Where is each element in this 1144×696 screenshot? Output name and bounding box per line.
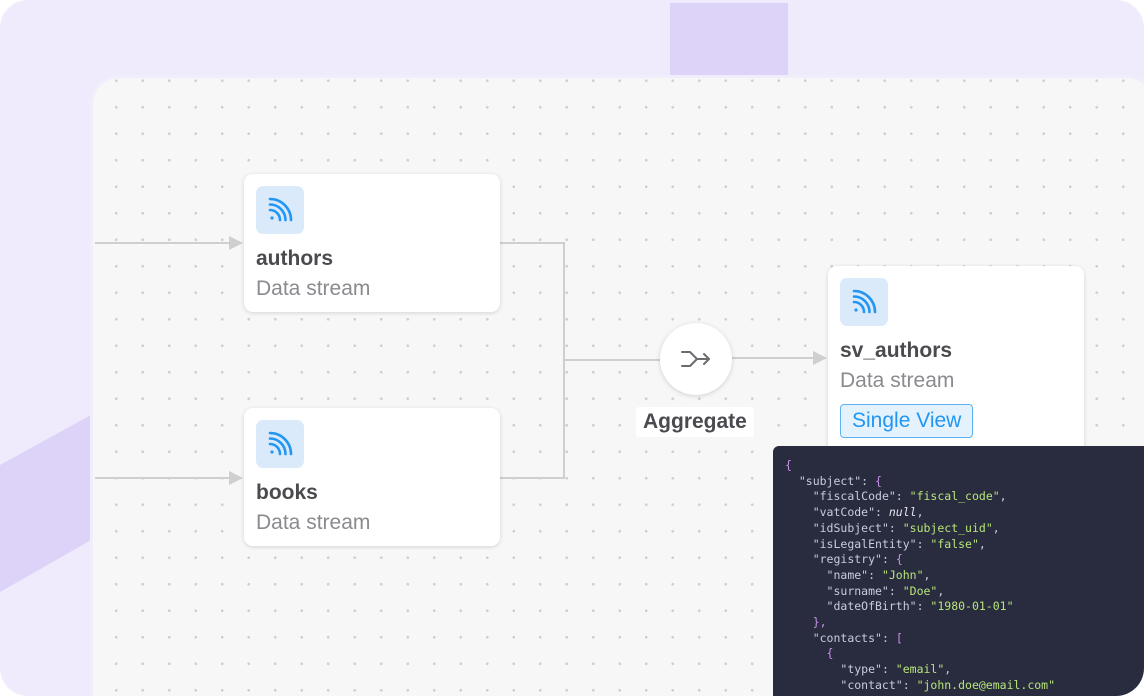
code-line: "dateOfBirth": "1980-01-01"	[826, 599, 1014, 614]
arrowhead	[813, 351, 827, 365]
node-title: authors	[256, 247, 334, 270]
aggregate-label: Aggregate	[636, 407, 754, 437]
node-authors[interactable]: authors Data stream	[244, 174, 500, 312]
node-sv-authors[interactable]: sv_authors Data stream Single View	[828, 266, 1084, 462]
code-line: {	[785, 458, 792, 472]
decorative-shape	[0, 410, 100, 592]
code-line: "contact": "john.doe@email.com"	[840, 677, 1056, 692]
node-subtitle: Data stream	[256, 511, 371, 534]
arrowhead	[229, 471, 243, 485]
json-code-panel: { "subject": { "fiscalCode": "fiscal_cod…	[773, 446, 1144, 696]
code-line: "surname": "Doe",	[826, 583, 945, 598]
node-title: sv_authors	[840, 339, 953, 362]
code-line: "vatCode": null,	[812, 505, 924, 520]
code-line: "contacts": [	[812, 630, 903, 645]
rss-icon	[840, 278, 888, 326]
code-line: "isLegalEntity": "false",	[812, 536, 986, 551]
arrowhead	[229, 236, 243, 250]
code-line: "idSubject": "subject_uid",	[812, 520, 1000, 535]
code-line: "type": "email",	[840, 662, 952, 677]
node-books[interactable]: books Data stream	[244, 408, 500, 546]
single-view-badge: Single View	[840, 404, 974, 438]
node-subtitle: Data stream	[840, 369, 955, 392]
code-line: "subject": {	[798, 473, 882, 488]
connector-authors-merge	[500, 242, 565, 479]
node-subtitle: Data stream	[256, 277, 371, 300]
decorative-block	[670, 3, 788, 81]
code-line: },	[812, 615, 827, 630]
rss-icon	[256, 186, 304, 234]
code-line: "registry": {	[812, 552, 903, 567]
merge-arrow-icon	[681, 351, 710, 367]
node-title: books	[256, 481, 318, 504]
rss-icon	[256, 420, 304, 468]
aggregate-node[interactable]	[660, 323, 732, 395]
code-line: {	[826, 646, 834, 661]
code-line: "name": "John",	[826, 567, 931, 582]
code-line: "fiscalCode": "fiscal_code",	[812, 489, 1007, 504]
